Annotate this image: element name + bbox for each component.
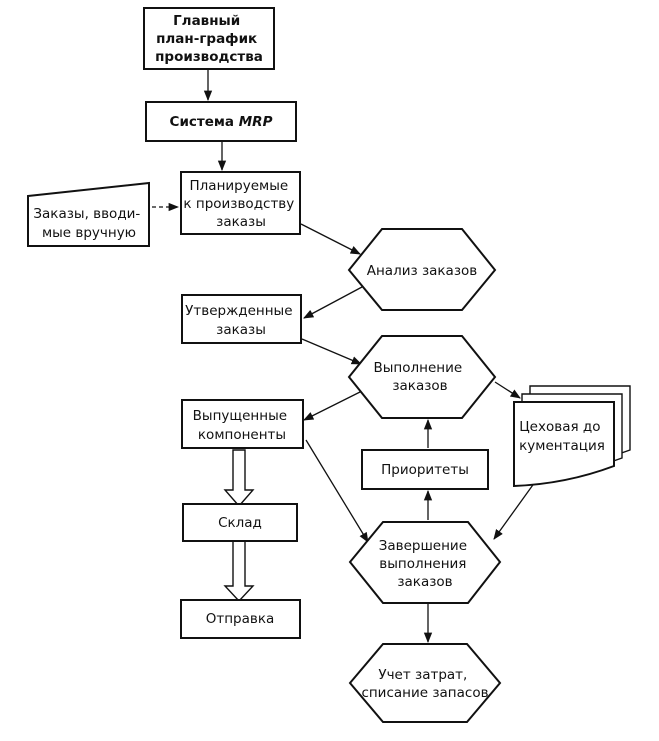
- priorities-label: Приоритеты: [381, 462, 469, 478]
- edge-approved-to-execution: [301, 338, 362, 365]
- released-components-label: Выпущенные компоненты: [193, 408, 292, 443]
- edge-analysis-to-approved: [303, 286, 363, 319]
- shipping-box: Отправка: [180, 599, 301, 639]
- edge-execution-to-released: [303, 390, 363, 421]
- approved-orders-box: Утвержденные заказы: [181, 294, 302, 344]
- planned-orders-label: Планируемые к производству заказы: [183, 178, 298, 230]
- edge-released-to-completion: [305, 439, 369, 543]
- cost-accounting-label: Учет затрат, списание запасов: [361, 667, 488, 701]
- edge-released-to-warehouse: [223, 449, 255, 508]
- approved-orders-label: Утвержденные заказы: [185, 303, 297, 338]
- mrp-system-label: Система MRP: [170, 114, 273, 130]
- edge-execution-to-docs: [494, 381, 521, 399]
- edge-docs-to-completion: [493, 481, 536, 540]
- cost-accounting-hexagon: Учет затрат, списание запасов: [348, 643, 502, 723]
- priorities-box: Приоритеты: [361, 449, 489, 490]
- manual-orders-label: Заказы, вводи- мые вручную: [33, 206, 144, 241]
- order-analysis-label: Анализ заказов: [367, 263, 478, 279]
- mrp-system-box: Система MRP: [145, 101, 297, 142]
- manual-orders-box: Заказы, вводи- мые вручную: [27, 181, 150, 247]
- order-analysis-hexagon: Анализ заказов: [347, 228, 497, 311]
- order-completion-label: Завершение выполнения заказов: [379, 538, 472, 590]
- master-schedule-label: Главный план-график производства: [155, 13, 263, 65]
- order-execution-hexagon: Выполнение заказов: [347, 335, 497, 419]
- shipping-label: Отправка: [206, 611, 275, 627]
- released-components-box: Выпущенные компоненты: [181, 399, 304, 449]
- edge-warehouse-to-shipping: [223, 540, 255, 603]
- shop-documentation-stack: Цеховая до кументация: [513, 385, 631, 488]
- edge-planned-to-analysis: [300, 223, 361, 255]
- planned-orders-box: Планируемые к производству заказы: [180, 171, 301, 235]
- master-schedule-box: Главный план-график производства: [143, 7, 275, 70]
- order-execution-label: Выполнение заказов: [374, 360, 467, 394]
- shop-documentation-label: Цеховая до кументация: [519, 419, 605, 454]
- order-completion-hexagon: Завершение выполнения заказов: [348, 521, 502, 604]
- warehouse-box: Склад: [182, 503, 298, 542]
- warehouse-label: Склад: [218, 515, 262, 531]
